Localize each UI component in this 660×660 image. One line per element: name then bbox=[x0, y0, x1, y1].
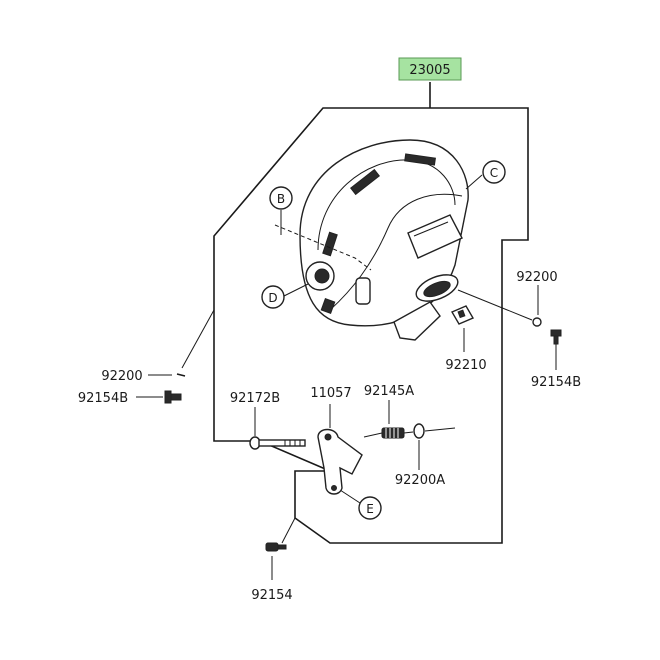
assembly-number-box[interactable] bbox=[398, 57, 462, 81]
label-92200A[interactable]: 92200A bbox=[395, 473, 445, 488]
washer-92200-right[interactable] bbox=[532, 317, 542, 327]
housing-mount-bracket bbox=[393, 301, 441, 341]
callout-b-label: B bbox=[277, 192, 285, 206]
label-92145A[interactable]: 92145A bbox=[364, 384, 414, 399]
bracket-11057[interactable] bbox=[317, 428, 363, 495]
bolt-92154B-left[interactable] bbox=[164, 390, 182, 404]
label-92200-left[interactable]: 92200 bbox=[101, 369, 142, 384]
spring-92145A[interactable] bbox=[381, 427, 405, 439]
bolt-92154[interactable] bbox=[265, 542, 287, 552]
callout-b[interactable] bbox=[269, 186, 293, 210]
headlight-housing[interactable] bbox=[299, 139, 469, 341]
callout-c-label: C bbox=[490, 166, 498, 180]
bolt-92154B-right[interactable] bbox=[550, 329, 562, 345]
callout-e[interactable] bbox=[358, 496, 382, 520]
label-92200-right[interactable]: 92200 bbox=[516, 270, 557, 285]
label-92154[interactable]: 92154 bbox=[251, 588, 292, 603]
callout-c[interactable] bbox=[482, 160, 506, 184]
washer-92200A[interactable] bbox=[413, 423, 425, 439]
housing-indicator-window bbox=[407, 214, 463, 259]
callout-d-label: D bbox=[268, 291, 277, 305]
label-92210[interactable]: 92210 bbox=[445, 358, 486, 373]
label-11057[interactable]: 11057 bbox=[310, 386, 351, 401]
label-92154B-left[interactable]: 92154B bbox=[78, 391, 128, 406]
label-92154B-right[interactable]: 92154B bbox=[531, 375, 581, 390]
callout-e-label: E bbox=[366, 502, 374, 516]
callout-d[interactable] bbox=[261, 285, 285, 309]
housing-vent-slots bbox=[320, 153, 436, 314]
bolt-92172B[interactable] bbox=[249, 436, 306, 450]
label-92172B[interactable]: 92172B bbox=[230, 391, 280, 406]
assembly-number[interactable]: 23005 bbox=[409, 63, 450, 78]
